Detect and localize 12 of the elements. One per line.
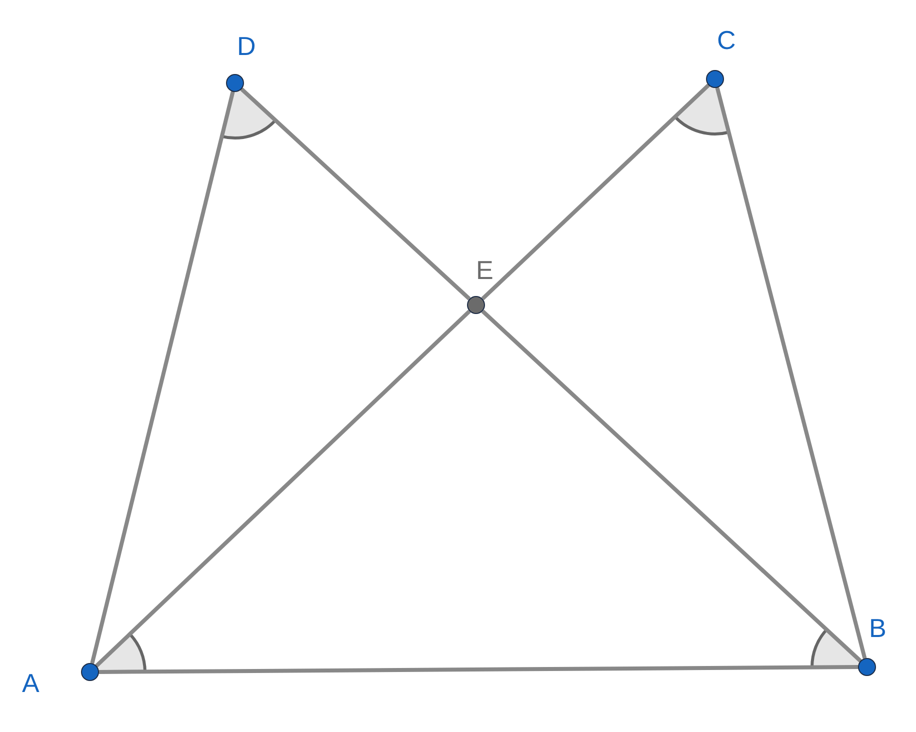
line-segment bbox=[95, 310, 471, 668]
point-label: E bbox=[476, 257, 494, 283]
line-segment bbox=[90, 91, 235, 664]
line-segment bbox=[481, 310, 862, 662]
point-label: C bbox=[717, 27, 736, 53]
line-segment bbox=[98, 665, 858, 674]
point-label: D bbox=[237, 33, 256, 59]
point-label: B bbox=[869, 615, 886, 641]
point-label: A bbox=[22, 670, 40, 696]
line-segment bbox=[715, 87, 867, 659]
line-segment bbox=[240, 88, 471, 300]
line-segment bbox=[481, 84, 710, 300]
